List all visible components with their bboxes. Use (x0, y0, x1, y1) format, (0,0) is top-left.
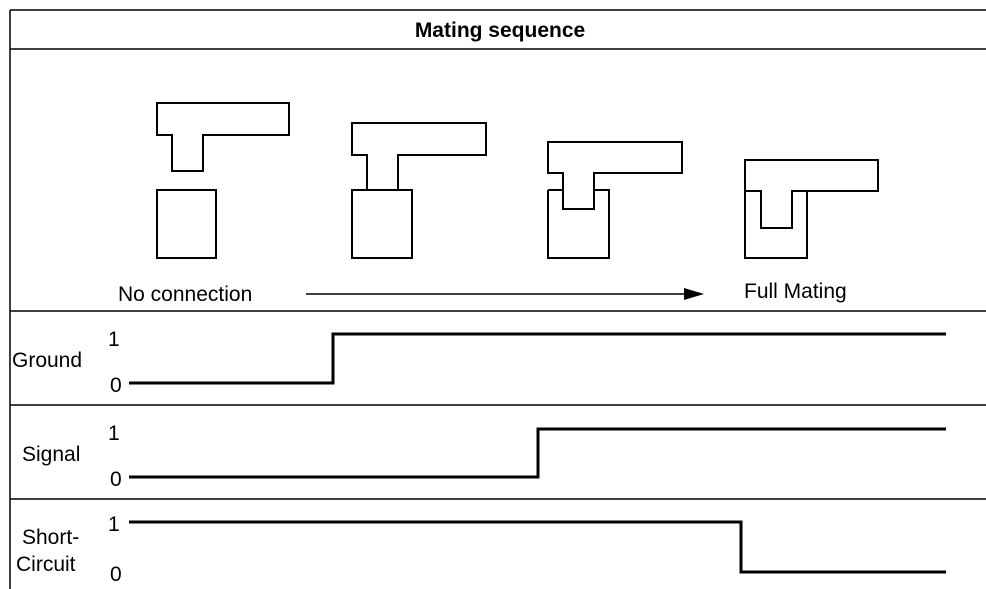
signal-row: Signal 1 0 (22, 422, 946, 491)
ground-level-high-label: 1 (108, 328, 120, 351)
short-circuit-row: Short- Circuit 1 0 (16, 513, 946, 586)
short-circuit-name-line2: Circuit (16, 553, 76, 576)
full-mating-label: Full Mating (744, 280, 847, 303)
ground-level-low-label: 0 (110, 374, 122, 397)
signal-signal-name: Signal (22, 443, 80, 466)
plug-shape (547, 141, 683, 210)
short-circuit-level-high-label: 1 (108, 513, 120, 536)
signal-level-low-label: 0 (110, 468, 122, 491)
table-frame (9, 9, 986, 589)
progression-arrow (306, 288, 704, 300)
mating-stage-1 (156, 102, 290, 259)
short-circuit-waveform (129, 520, 946, 574)
receptacle-shape (156, 189, 217, 259)
no-connection-label: No connection (118, 283, 252, 306)
mating-stage-3 (547, 141, 683, 259)
mating-stage-2 (351, 122, 487, 259)
short-circuit-level-low-label: 0 (110, 563, 122, 586)
ground-waveform (129, 332, 946, 385)
receptacle-shape (547, 189, 610, 259)
ground-row: Ground 1 0 (12, 328, 946, 397)
arrow-head (684, 288, 704, 300)
plug-shape (156, 102, 290, 172)
plug-shape (744, 159, 879, 229)
mating-stages (156, 102, 879, 259)
mating-stage-4 (744, 159, 879, 259)
signal-level-high-label: 1 (108, 422, 120, 445)
ground-signal-name: Ground (12, 349, 82, 372)
plug-shape (351, 122, 487, 191)
diagram-title: Mating sequence (415, 19, 585, 42)
signal-waveform (129, 427, 946, 479)
receptacle-shape (351, 189, 413, 259)
receptacle-shape (744, 190, 808, 259)
short-circuit-name-line1: Short- (22, 526, 79, 549)
